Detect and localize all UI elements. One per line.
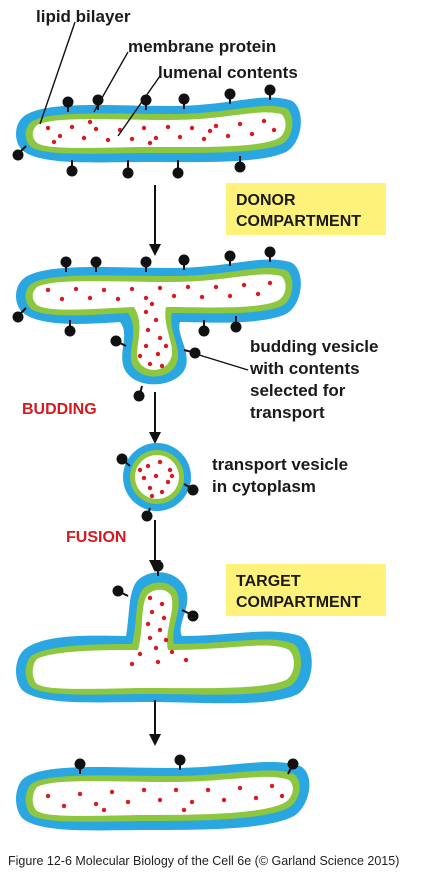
label-membrane-protein: membrane protein — [128, 37, 276, 56]
svg-text:selected for: selected for — [250, 381, 346, 400]
step-budding: BUDDING — [22, 401, 97, 418]
donor-label-line2: COMPARTMENT — [236, 213, 361, 230]
lumen — [32, 589, 294, 689]
step-fusion: FUSION — [66, 529, 126, 546]
top-labels: lipid bilayer membrane protein lumenal c… — [36, 7, 298, 137]
membrane-proteins — [12, 246, 276, 402]
target-compartment-final — [16, 754, 310, 831]
lumen — [32, 776, 293, 816]
svg-text:budding vesicle: budding vesicle — [250, 337, 378, 356]
donor-label-line1: DONOR — [236, 192, 296, 209]
arrow-1 — [149, 185, 161, 256]
svg-text:with contents: with contents — [249, 359, 360, 378]
leader-lipid-bilayer — [39, 21, 76, 125]
leader-lumenal-contents — [117, 75, 161, 137]
target-label-line1: TARGET — [236, 573, 301, 590]
svg-text:in cytoplasm: in cytoplasm — [212, 477, 316, 496]
lumen — [32, 112, 286, 148]
leader-membrane-protein — [93, 51, 129, 113]
figure-caption: Figure 12-6 Molecular Biology of the Cel… — [8, 854, 399, 868]
leader-budding-vesicle — [195, 353, 249, 371]
lumenal-contents-dots — [45, 118, 277, 146]
lumenal-contents-dots — [45, 280, 273, 369]
arrow-4 — [149, 700, 161, 746]
donor-compartment-box: DONOR COMPARTMENT — [226, 183, 386, 235]
transport-vesicle — [116, 443, 199, 522]
membrane-proteins — [12, 84, 276, 179]
lumenal-contents-dots — [137, 459, 175, 499]
target-compartment-box: TARGET COMPARTMENT — [226, 564, 386, 616]
lumenal-contents-dots — [45, 783, 285, 813]
transport-vesicle-label: transport vesicle in cytoplasm — [212, 455, 348, 496]
label-lumenal-contents: lumenal contents — [158, 63, 298, 82]
arrow-2 — [149, 392, 161, 444]
budding-stage — [12, 246, 301, 402]
budding-vesicle-label: budding vesicle with contents selected f… — [249, 337, 378, 422]
membrane-proteins — [116, 453, 199, 522]
target-label-line2: COMPARTMENT — [236, 594, 361, 611]
svg-text:transport vesicle: transport vesicle — [212, 455, 348, 474]
lumenal-contents-dots — [129, 595, 189, 667]
label-lipid-bilayer: lipid bilayer — [36, 7, 131, 26]
svg-text:transport: transport — [250, 403, 325, 422]
membrane-proteins — [112, 560, 199, 622]
fusion-stage — [16, 560, 312, 704]
donor-compartment-stage1 — [12, 84, 301, 179]
lumen — [32, 274, 286, 370]
membrane-proteins — [74, 754, 299, 775]
